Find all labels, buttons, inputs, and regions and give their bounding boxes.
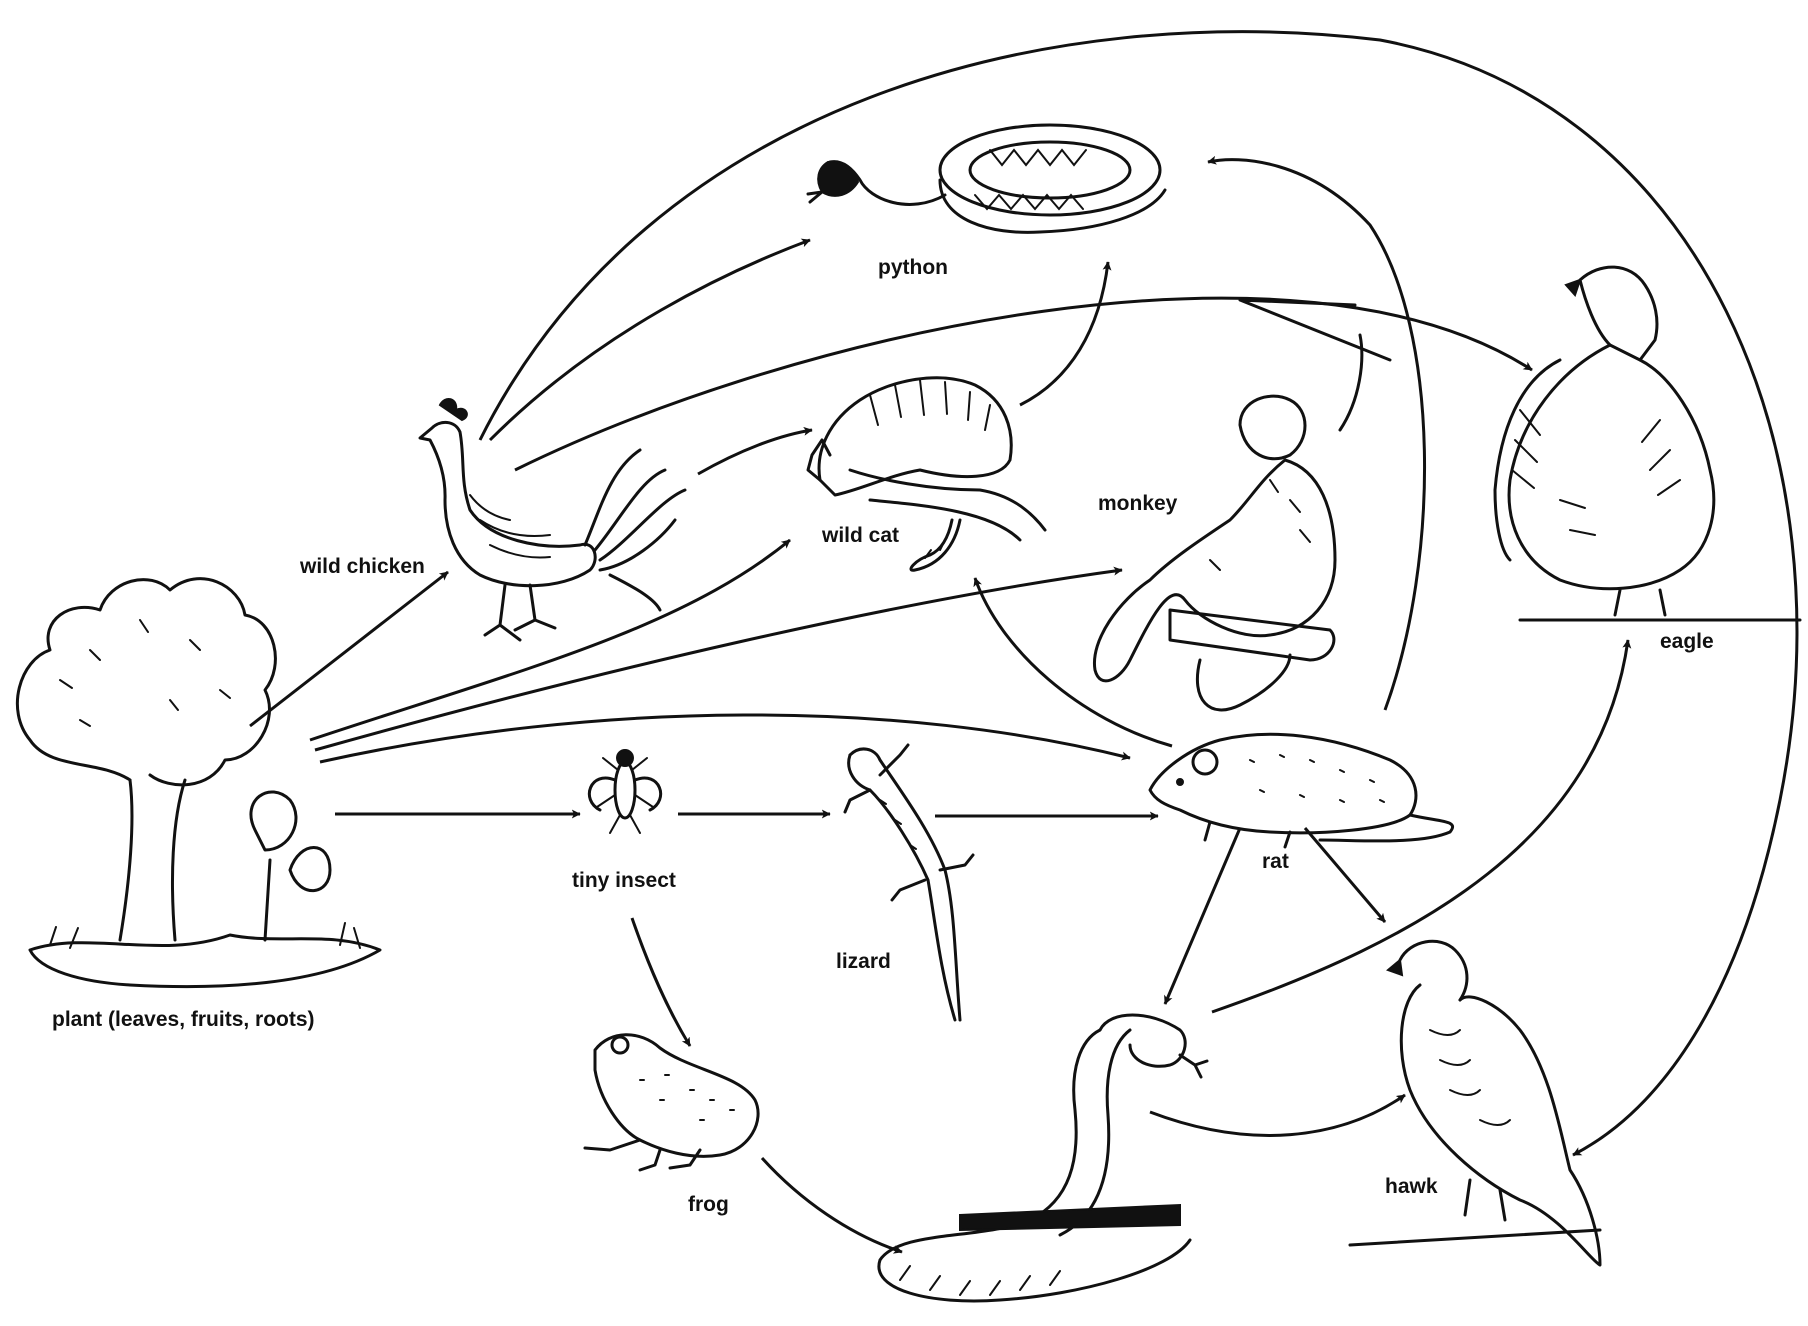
wild-chicken-illustration [420,399,685,640]
edge-wild-chicken-wild-cat [698,430,812,474]
edge-wild-cat-python [1020,262,1108,405]
edge-plant-rat [320,715,1130,762]
label-monkey: monkey [1098,492,1178,515]
label-lizard: lizard [836,950,891,973]
edge-plant-wild-chicken [250,572,448,726]
label-python: python [878,256,948,279]
edge-plant-monkey [315,570,1122,750]
label-eagle: eagle [1660,630,1714,653]
edge-frog-cobra [762,1158,902,1252]
label-rat: rat [1262,850,1289,873]
edge-rat-cobra [1165,828,1240,1004]
plant-illustration [17,579,380,987]
edge-cobra-eagle [1212,640,1628,1012]
label-tiny-insect: tiny insect [572,869,676,892]
hawk-illustration [1350,941,1600,1265]
labels: plant (leaves, fruits, roots) wild chick… [52,256,1714,1216]
label-plant: plant (leaves, fruits, roots) [52,1008,315,1031]
edge-rat-wild-cat [975,578,1172,746]
rat-illustration [1150,734,1453,847]
tiny-insect-illustration [589,750,660,833]
label-frog: frog [688,1193,729,1216]
edge-wild-chicken-eagle [515,298,1532,470]
frog-illustration [585,1035,758,1170]
lizard-illustration [845,745,973,1020]
label-hawk: hawk [1385,1175,1438,1198]
edge-cobra-hawk [1150,1095,1405,1135]
eagle-illustration [1495,267,1800,620]
edge-tiny-insect-frog [632,918,690,1046]
cobra-illustration [879,1015,1207,1301]
edge-wild-chicken-python [490,240,810,440]
edge-wild-chicken-hawk [480,32,1797,1155]
python-illustration [808,125,1165,232]
label-wild-cat: wild cat [821,524,899,547]
label-wild-chicken: wild chicken [299,555,425,578]
